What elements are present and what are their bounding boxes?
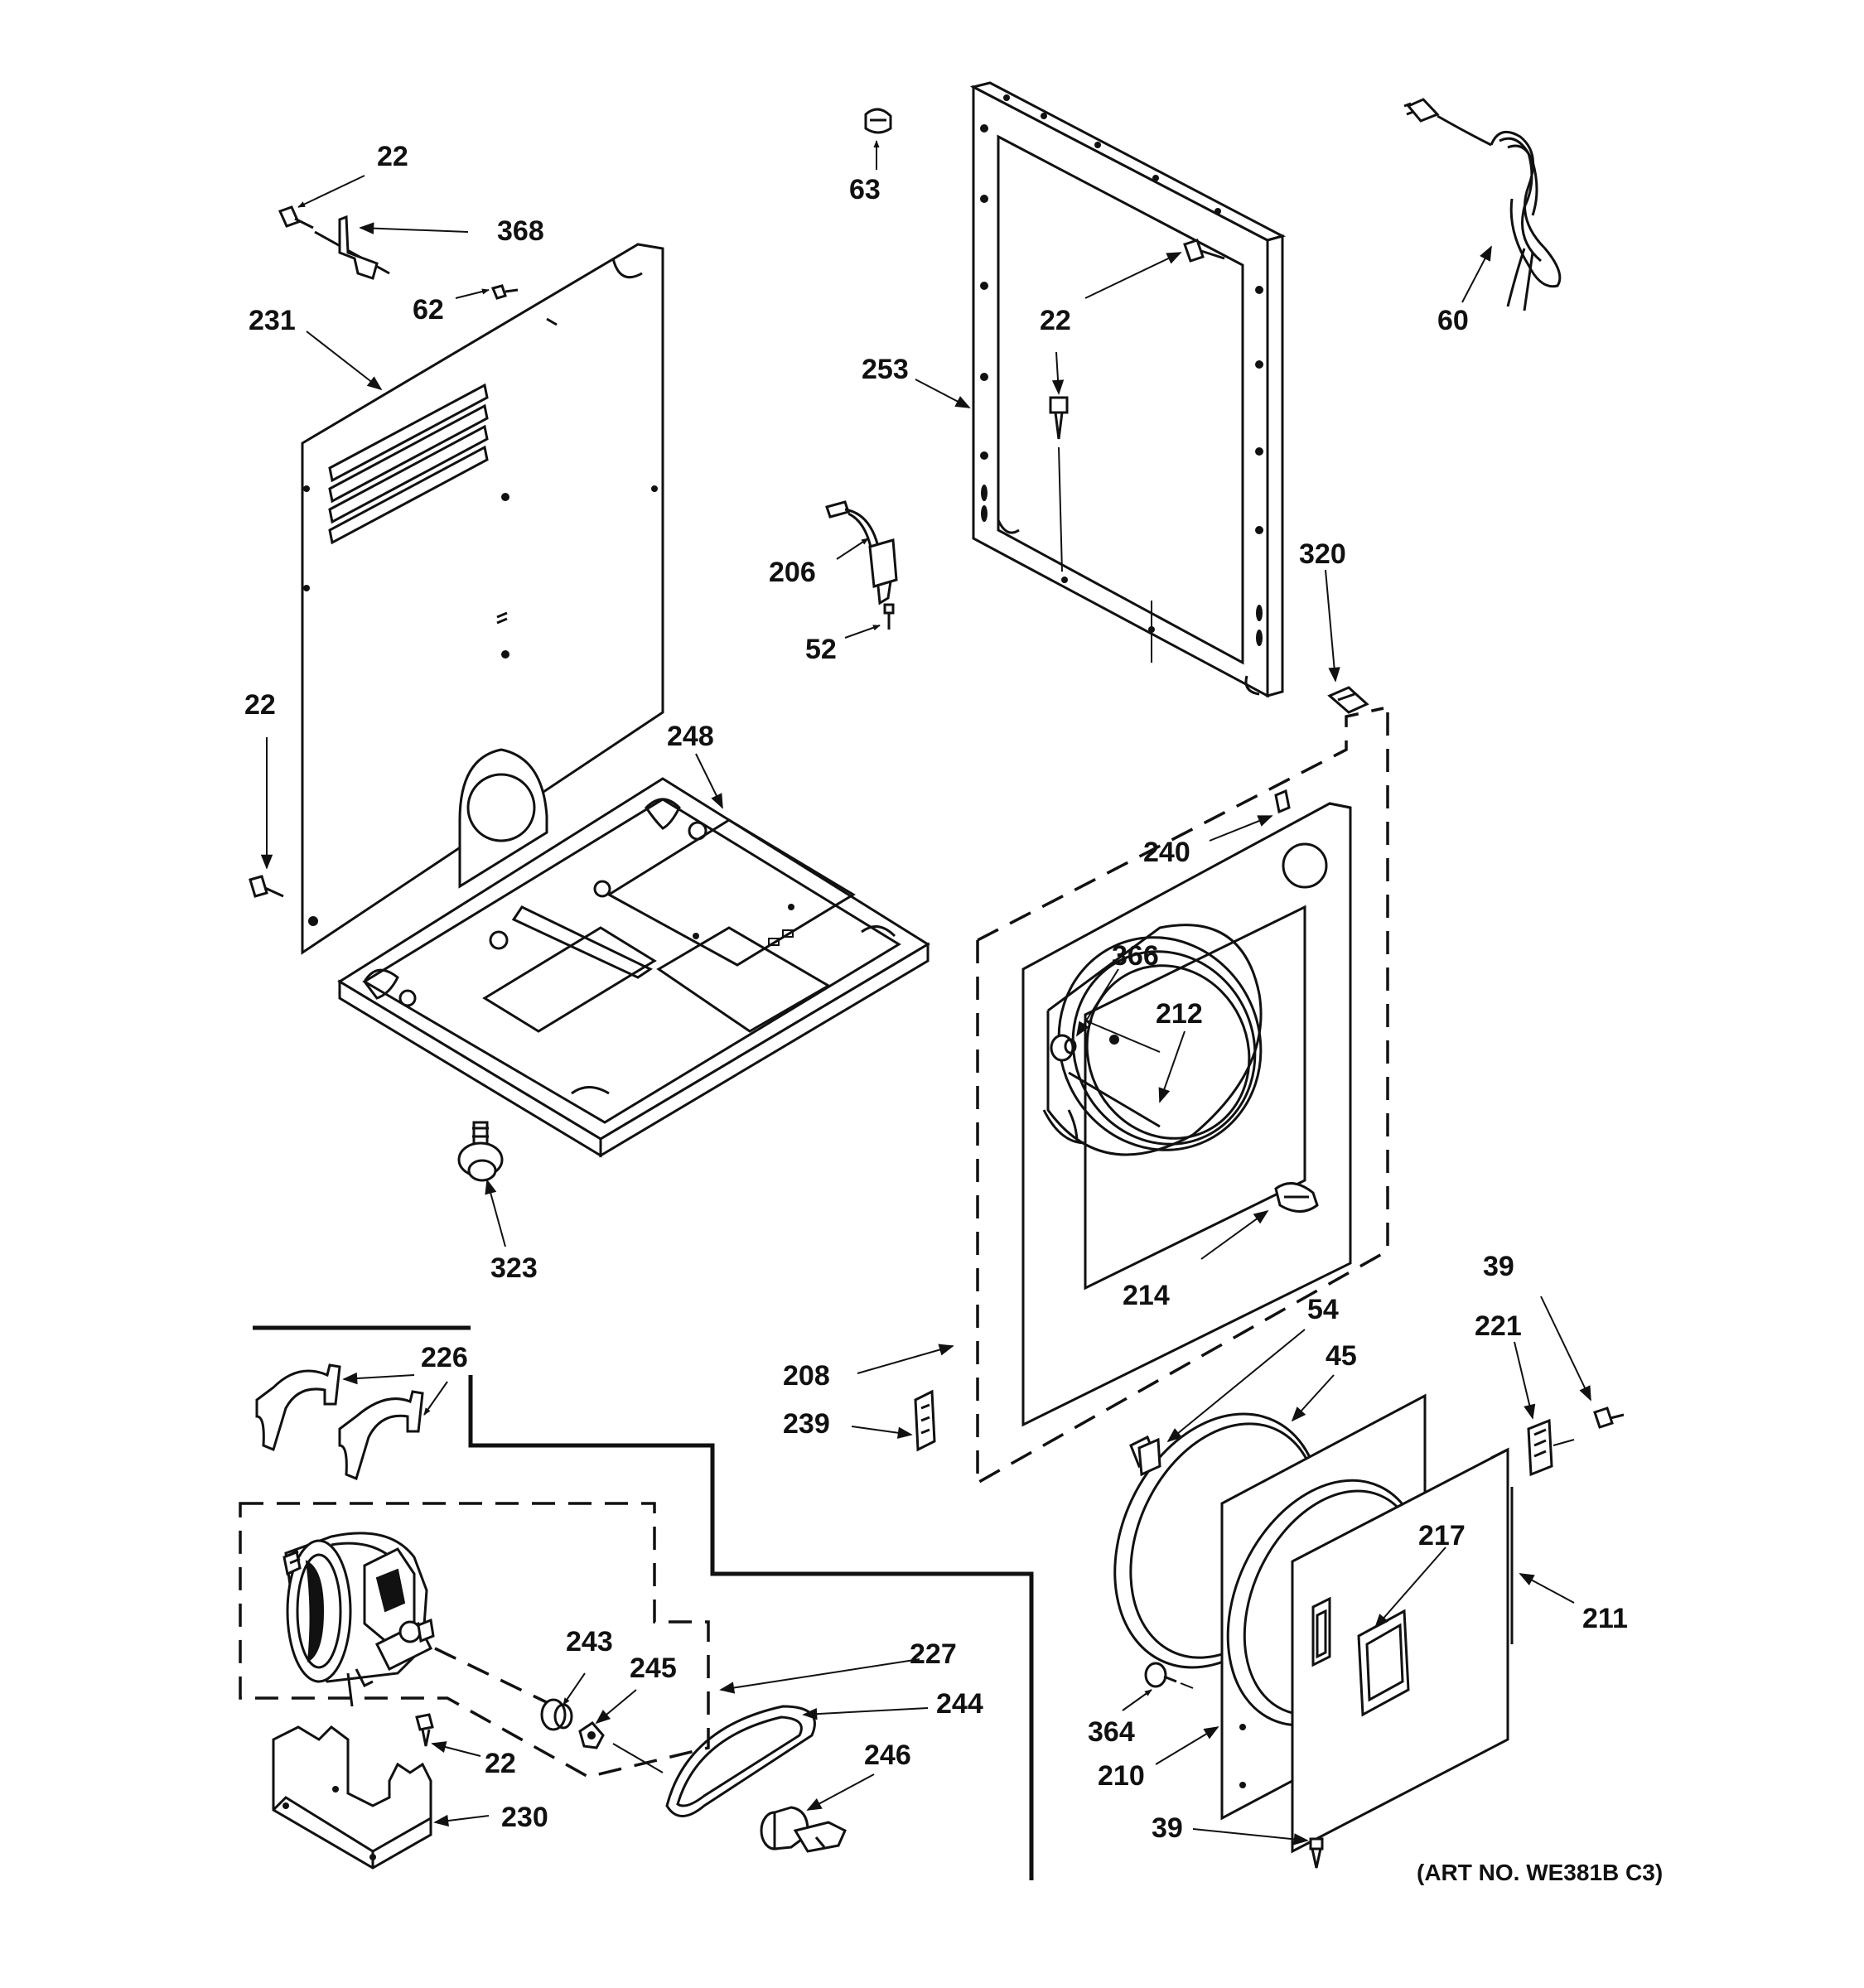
screw-364	[1144, 1662, 1194, 1689]
callout-211: 211	[1582, 1603, 1628, 1634]
screw-and-bracket	[278, 205, 390, 280]
screw-52	[883, 603, 895, 630]
callout-226: 226	[421, 1342, 468, 1373]
strike-54	[1129, 1435, 1161, 1477]
callout-230: 230	[501, 1802, 548, 1833]
leader-lines	[260, 140, 1591, 1846]
hinge-221	[1527, 1418, 1575, 1477]
pulley-243	[540, 1698, 573, 1731]
front-panel-frame	[969, 81, 1287, 698]
rear-panel-louvers	[328, 383, 489, 545]
callout-62: 62	[413, 294, 444, 326]
callout-253: 253	[862, 354, 909, 385]
callout-248: 248	[667, 721, 714, 752]
motor-clamp-right	[338, 1390, 424, 1481]
screw-39-top	[1593, 1407, 1625, 1429]
leveling-leg	[457, 1121, 504, 1182]
callout-45: 45	[1326, 1340, 1357, 1372]
callout-214: 214	[1123, 1280, 1170, 1311]
art-number: (ART NO. WE381B C3)	[1417, 1860, 1663, 1885]
callout-22: 22	[244, 689, 276, 721]
callout-246: 246	[864, 1740, 911, 1771]
callout-364: 364	[1088, 1716, 1135, 1748]
front-panel	[1021, 802, 1352, 1427]
drive-belt	[665, 1705, 816, 1817]
callout-368: 368	[497, 215, 544, 247]
callout-217: 217	[1418, 1520, 1466, 1551]
front-panel-dashed-boundary	[976, 707, 1389, 1484]
idler-pulley	[760, 1806, 847, 1853]
callout-244: 244	[936, 1688, 983, 1720]
callout-39: 39	[1152, 1812, 1183, 1844]
callout-323: 323	[490, 1252, 538, 1284]
screw-39-bottom	[1309, 1837, 1324, 1869]
callout-39: 39	[1483, 1251, 1514, 1282]
frame-holes	[980, 94, 1263, 646]
callout-52: 52	[805, 634, 837, 665]
callout-22: 22	[1040, 305, 1071, 336]
callout-239: 239	[783, 1408, 830, 1440]
door-switch	[825, 500, 898, 606]
callout-227: 227	[910, 1638, 957, 1670]
motor-clamp-left	[255, 1363, 341, 1452]
motor-section-boundary	[239, 1325, 1034, 1880]
screw-62	[490, 284, 519, 300]
callout-60: 60	[1437, 305, 1469, 336]
rear-panel	[301, 243, 664, 955]
callout-22: 22	[377, 141, 408, 172]
motor-mount	[272, 1725, 432, 1870]
door-opening-rings	[1042, 924, 1263, 1156]
clip-240	[1274, 789, 1291, 814]
screw-22-motor	[415, 1713, 434, 1747]
clip-320	[1327, 686, 1369, 714]
callout-221: 221	[1475, 1310, 1522, 1342]
callout-231: 231	[249, 305, 296, 336]
callout-212: 212	[1156, 998, 1203, 1030]
power-cord	[1403, 98, 1562, 311]
callout-54: 54	[1307, 1294, 1339, 1325]
base-pan	[337, 748, 930, 1158]
idler-245	[578, 1721, 605, 1749]
callout-22: 22	[485, 1748, 516, 1779]
callout-320: 320	[1299, 538, 1346, 570]
screw-frame-top	[1183, 239, 1225, 263]
door-handle	[1357, 1609, 1410, 1717]
callout-63: 63	[849, 174, 881, 205]
callout-206: 206	[769, 557, 816, 588]
screw-frame-middle	[1049, 396, 1069, 572]
callout-210: 210	[1098, 1760, 1145, 1792]
hinge-239	[914, 1389, 936, 1452]
callout-366: 366	[1112, 940, 1159, 972]
plug-366	[1050, 1034, 1077, 1062]
callout-245: 245	[630, 1653, 677, 1684]
callout-240: 240	[1143, 837, 1190, 868]
callout-208: 208	[783, 1360, 830, 1392]
screw-rear-lower	[249, 875, 284, 898]
callout-243: 243	[566, 1626, 613, 1657]
clip-nut	[864, 108, 892, 134]
callout-labels: 22 368 62 231 63 22 253 60 206 52 320 22…	[244, 141, 1663, 1885]
drive-motor	[282, 1532, 435, 1707]
